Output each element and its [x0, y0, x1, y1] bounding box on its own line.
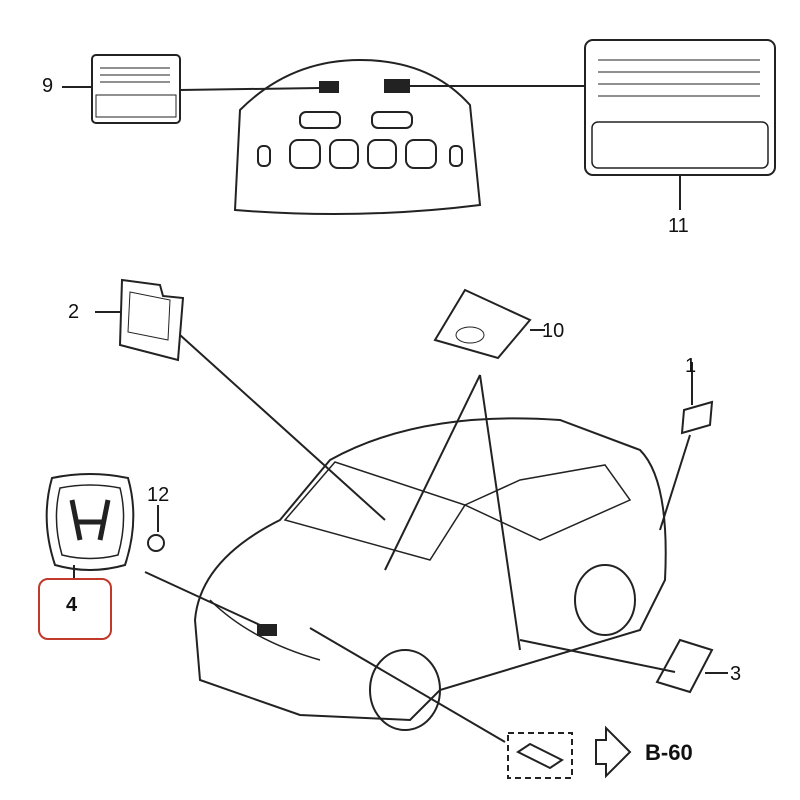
part-9-label-drawing [62, 54, 321, 124]
part-12-emblem-drawing [147, 505, 165, 552]
part-11-label-drawing [409, 39, 776, 210]
callout-2: 2 [68, 301, 80, 323]
part-3-label-drawing [655, 638, 728, 694]
callout-1: 1 [685, 355, 697, 377]
callout-11: 11 [668, 215, 689, 237]
callout-4: 4 [66, 594, 78, 616]
part-4-highlight [38, 578, 112, 640]
reference-link-b60[interactable]: B-60 [645, 740, 693, 765]
part-4-emblem-drawing [45, 473, 261, 626]
hood-drawing [233, 58, 482, 215]
part-1-label-drawing [659, 362, 714, 531]
arrow-right-icon [595, 725, 632, 779]
callout-12: 12 [147, 484, 170, 506]
car-drawing [193, 417, 676, 743]
reference-box [507, 725, 632, 779]
part-10-label-drawing [384, 288, 545, 651]
callout-9: 9 [42, 75, 54, 97]
part-2-label-drawing [95, 278, 386, 521]
callout-3: 3 [730, 663, 742, 685]
callout-10: 10 [542, 320, 565, 342]
